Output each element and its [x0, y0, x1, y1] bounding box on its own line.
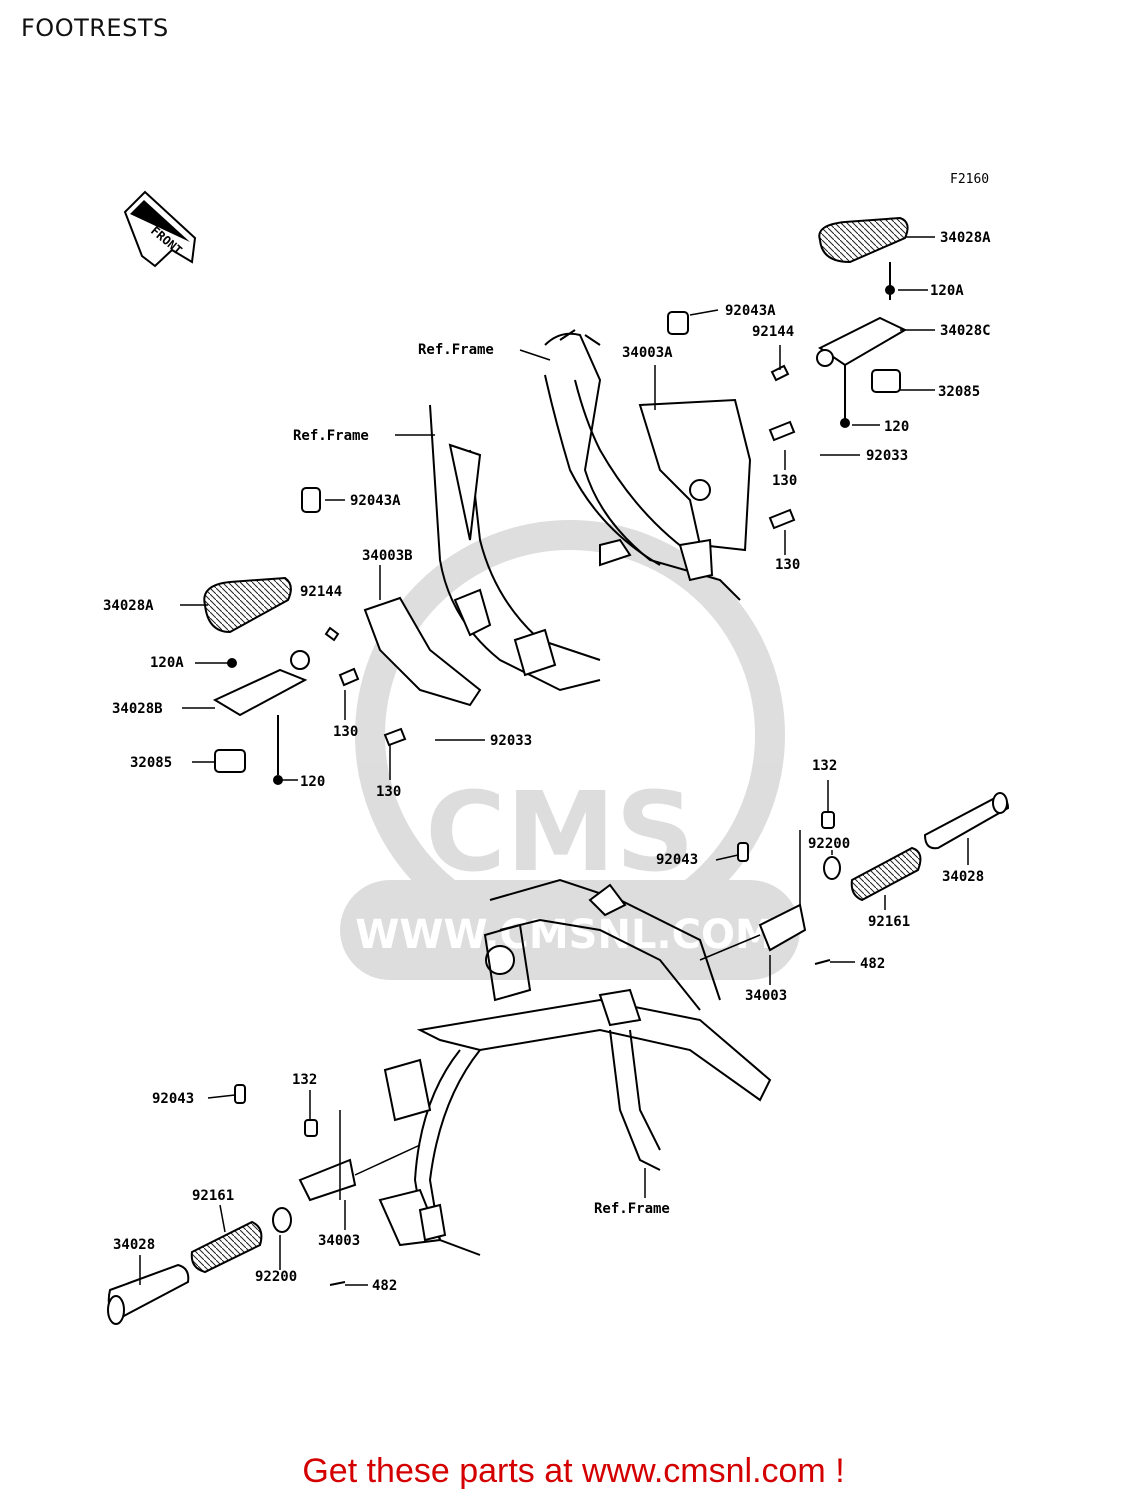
label-34028a-right: 34028A — [940, 230, 991, 246]
label-482-right: 482 — [860, 956, 885, 972]
label-92200-right: 92200 — [808, 836, 850, 852]
label-132-right: 132 — [812, 758, 837, 774]
label-120-right: 120 — [884, 419, 909, 435]
label-34003a: 34003A — [622, 345, 673, 361]
label-92200-left: 92200 — [255, 1269, 297, 1285]
label-120-left: 120 — [300, 774, 325, 790]
label-130-upper-b: 130 — [775, 557, 800, 573]
label-482-left: 482 — [372, 1278, 397, 1294]
label-34028-right: 34028 — [942, 869, 984, 885]
right-passenger-peg — [737, 792, 1010, 965]
label-92033-middle: 92033 — [490, 733, 532, 749]
label-92144-middle: 92144 — [300, 584, 342, 600]
bracket-34003a — [638, 311, 796, 552]
front-arrow-icon: FRONT — [123, 190, 197, 268]
middle-frame-section — [429, 404, 601, 692]
label-130-upper-a: 130 — [772, 473, 797, 489]
part-labels: 34028A 120A 34028C 32085 120 92043A 9214… — [103, 230, 991, 1294]
label-34028-left: 34028 — [113, 1237, 155, 1253]
label-32085-right: 32085 — [938, 384, 980, 400]
leader-lines — [139, 236, 969, 1286]
label-92043a-middle: 92043A — [350, 493, 401, 509]
label-34003-right: 34003 — [745, 988, 787, 1004]
label-34028c: 34028C — [940, 323, 991, 339]
left-rider-footrest — [203, 576, 310, 785]
label-92043a-upper: 92043A — [725, 303, 776, 319]
upper-frame-section — [544, 329, 741, 601]
watermark: CMS WWW.CMSNL.COM — [340, 520, 800, 980]
label-92161-left: 92161 — [192, 1188, 234, 1204]
label-92043-left: 92043 — [152, 1091, 194, 1107]
figure-code: F2160 — [950, 172, 990, 187]
bracket-34003b — [301, 487, 482, 747]
label-92161-right: 92161 — [868, 914, 910, 930]
label-34003-left: 34003 — [318, 1233, 360, 1249]
label-130-middle-b: 130 — [376, 784, 401, 800]
page-title: FOOTRESTS — [21, 14, 169, 42]
label-92043-right: 92043 — [656, 852, 698, 868]
label-130-middle-a: 130 — [333, 724, 358, 740]
watermark-site-text: WWW.CMSNL.COM — [355, 912, 775, 958]
right-rider-footrest — [816, 216, 909, 428]
main-frame — [378, 878, 772, 1256]
label-34028b: 34028B — [112, 701, 163, 717]
label-92033-upper: 92033 — [866, 448, 908, 464]
label-ref-frame-upper: Ref.Frame — [418, 342, 494, 358]
label-92144-upper: 92144 — [752, 324, 794, 340]
left-passenger-peg — [107, 1084, 357, 1325]
label-ref-frame-lower: Ref.Frame — [594, 1201, 670, 1217]
label-ref-frame-middle: Ref.Frame — [293, 428, 369, 444]
label-34003b: 34003B — [362, 548, 413, 564]
label-132-left: 132 — [292, 1072, 317, 1088]
footer-parts-link[interactable]: Get these parts at www.cmsnl.com ! — [302, 1452, 845, 1490]
watermark-logo-text: CMS — [425, 768, 694, 896]
label-120a-left: 120A — [150, 655, 184, 671]
label-34028a-left: 34028A — [103, 598, 154, 614]
label-32085-left: 32085 — [130, 755, 172, 771]
label-120a-right: 120A — [930, 283, 964, 299]
